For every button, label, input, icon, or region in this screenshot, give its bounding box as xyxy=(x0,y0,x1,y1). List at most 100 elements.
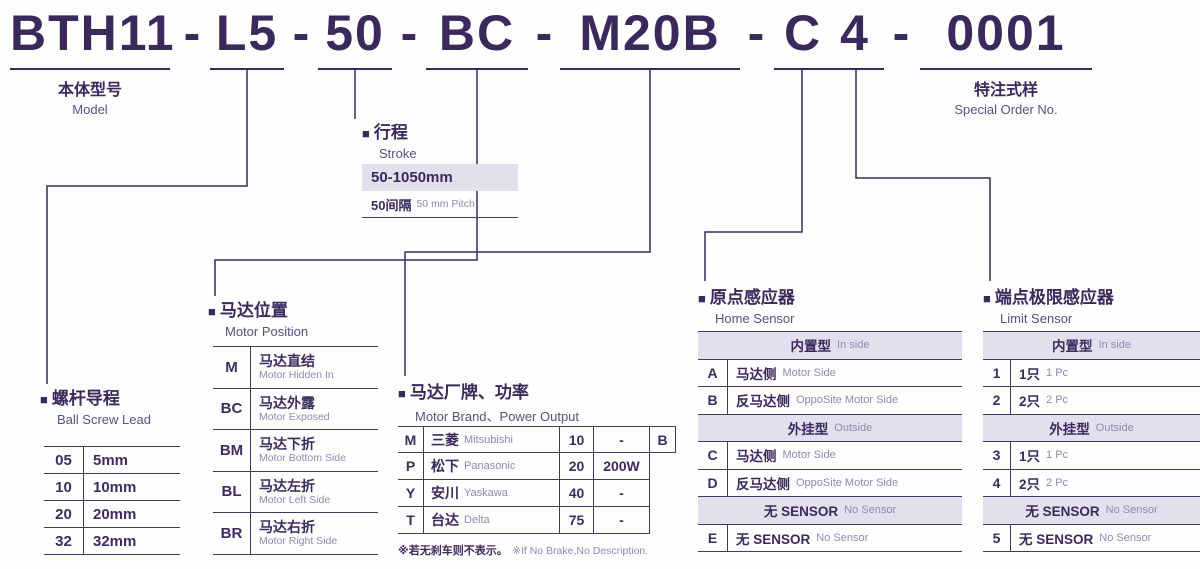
option-code: 1 xyxy=(983,359,1011,386)
bullet-icon: ■ xyxy=(208,304,216,319)
group-header-zh: 外挂型 xyxy=(1049,421,1090,437)
limit-sensor-section-title: ■端点极限感应器 Limit Sensor xyxy=(983,283,1114,326)
table-row: 05 5mm xyxy=(44,447,180,474)
brand-zh: 安川 xyxy=(431,485,459,501)
table-row: 10 10mm xyxy=(44,474,180,501)
table-header-row: 无 SENSOR No Sensor xyxy=(983,497,1200,525)
motor-brand-section-title: ■马达厂牌、功率 Motor Brand、Power Output xyxy=(398,378,579,425)
option-code: BR xyxy=(213,513,251,554)
power-code: 20 xyxy=(560,453,594,479)
power-value: - xyxy=(594,480,650,506)
option-value: 32mm xyxy=(93,532,137,550)
stroke-title-zh: 行程 xyxy=(373,123,408,142)
table-row: E 无 SENSOR No Sensor xyxy=(698,524,962,552)
separator: - xyxy=(400,5,420,61)
brand-zh: 松下 xyxy=(431,458,459,474)
option-label-en: Motor Side xyxy=(782,449,836,462)
power-value: - xyxy=(594,427,650,452)
table-row: BC 马达外露 Motor Exposed xyxy=(213,388,378,430)
segment-underline xyxy=(10,68,170,70)
model-label: 本体型号 Model xyxy=(10,76,170,117)
table-row: M 三菱 Mitsubishi 10 - B xyxy=(398,426,676,453)
option-label-zh: 马达右折 xyxy=(259,519,315,536)
table-row: 2 2只 2 Pc xyxy=(983,387,1200,415)
brake-note: ※若无刹车则不表示。 ※If No Brake,No Description. xyxy=(398,541,648,559)
option-label-cell: 马达右折 Motor Right Side xyxy=(251,513,337,554)
option-label-en: 2 Pc xyxy=(1046,476,1069,489)
motor-brand-title-en: Motor Brand、Power Output xyxy=(415,409,580,424)
stroke-pitch-en: 50 mm Pitch xyxy=(416,198,475,210)
option-label-en: 1 Pc xyxy=(1046,449,1069,462)
bullet-icon: ■ xyxy=(362,126,370,141)
option-value: 20mm xyxy=(93,505,137,523)
model-code-segment-stroke: 50 xyxy=(325,5,385,61)
bullet-icon: ■ xyxy=(398,386,406,401)
home-sensor-title-en: Home Sensor xyxy=(715,311,795,326)
bullet-icon: ■ xyxy=(983,291,991,306)
option-code: 20 xyxy=(44,501,84,527)
option-code: E xyxy=(698,524,728,551)
group-header: 外挂型 Outside xyxy=(698,414,962,441)
option-code: T xyxy=(398,507,424,533)
motor-position-title-en: Motor Position xyxy=(225,324,309,339)
special-order-label: 特注式样 Special Order No. xyxy=(920,76,1092,117)
table-row: 1 1只 1 Pc xyxy=(983,359,1200,387)
motor-brand-title-zh: 马达厂牌、功率 xyxy=(409,383,529,402)
group-header-zh: 外挂型 xyxy=(787,421,829,437)
table-row: 20 20mm xyxy=(44,501,180,528)
ball-screw-lead-title-zh: 螺杆导程 xyxy=(51,389,120,408)
option-label-zh: 马达侧 xyxy=(736,366,777,382)
option-label-cell: 马达侧 Motor Side xyxy=(728,442,836,469)
option-code: 3 xyxy=(983,442,1011,469)
brand-en: Delta xyxy=(464,514,490,526)
limit-sensor-title-zh: 端点极限感应器 xyxy=(994,288,1114,307)
table-row: M 马达直结 Motor Hidden In xyxy=(213,347,378,389)
table-row: B 反马达侧 OppoSite Motor Side xyxy=(698,387,962,415)
option-label-cell: 1只 1 Pc xyxy=(1011,442,1068,469)
table-row: 4 2只 2 Pc xyxy=(983,469,1200,497)
brake-note-zh: ※若无刹车则不表示。 xyxy=(398,545,508,557)
special-order-label-en: Special Order No. xyxy=(954,102,1058,117)
option-label-en: 1 Pc xyxy=(1046,366,1069,379)
option-label-en: OppoSite Motor Side xyxy=(796,394,899,407)
motor-position-title-zh: 马达位置 xyxy=(219,301,288,320)
separator: - xyxy=(535,5,555,61)
power-code: 10 xyxy=(560,427,594,452)
table-header-row: 内置型 In side xyxy=(983,332,1200,360)
option-label-zh: 马达下折 xyxy=(259,436,315,453)
group-header: 无 SENSOR No Sensor xyxy=(698,497,962,524)
segment-underline xyxy=(920,68,1092,70)
option-code: Y xyxy=(398,480,424,506)
option-code: P xyxy=(398,453,424,479)
option-label-cell: 马达外露 Motor Exposed xyxy=(251,389,330,430)
bullet-icon: ■ xyxy=(698,291,706,306)
ball-screw-lead-section-title: ■螺杆导程 Ball Screw Lead xyxy=(40,384,151,427)
option-label-en: No Sensor xyxy=(1099,531,1152,544)
brand-en: Mitsubishi xyxy=(464,433,513,446)
home-sensor-section-title: ■原点感应器 Home Sensor xyxy=(698,283,795,326)
group-header: 外挂型 Outside xyxy=(983,414,1200,441)
option-label-cell: 无 SENSOR No Sensor xyxy=(728,525,868,552)
model-code-segment-model: BTH11 xyxy=(10,5,176,61)
option-code: C xyxy=(698,442,728,469)
segment-underline xyxy=(774,68,830,70)
option-code: D xyxy=(698,469,728,496)
table-row: P 松下 Panasonic 20 200W xyxy=(398,453,650,480)
table-row: A 马达侧 Motor Side xyxy=(698,359,962,387)
group-header: 内置型 In side xyxy=(983,332,1200,359)
option-label-cell: 马达下折 Motor Bottom Side xyxy=(251,430,346,471)
table-header-row: 外挂型 Outside xyxy=(983,414,1200,442)
table-row: 32 32mm xyxy=(44,528,180,555)
stroke-pitch: 50间隔 50 mm Pitch xyxy=(362,191,518,218)
table-row: Y 安川 Yaskawa 40 - xyxy=(398,480,650,507)
option-label-zh: 反马达侧 xyxy=(736,476,790,492)
power-code: 40 xyxy=(560,480,594,506)
option-label-cell: 马达直结 Motor Hidden In xyxy=(251,347,334,388)
option-code: BL xyxy=(213,471,251,512)
option-label-zh: 2只 xyxy=(1019,394,1041,410)
option-code: M xyxy=(398,427,424,452)
group-header-zh: 无 SENSOR xyxy=(763,504,839,520)
power-value: - xyxy=(594,507,650,533)
stroke-title-en: Stroke xyxy=(379,146,417,161)
